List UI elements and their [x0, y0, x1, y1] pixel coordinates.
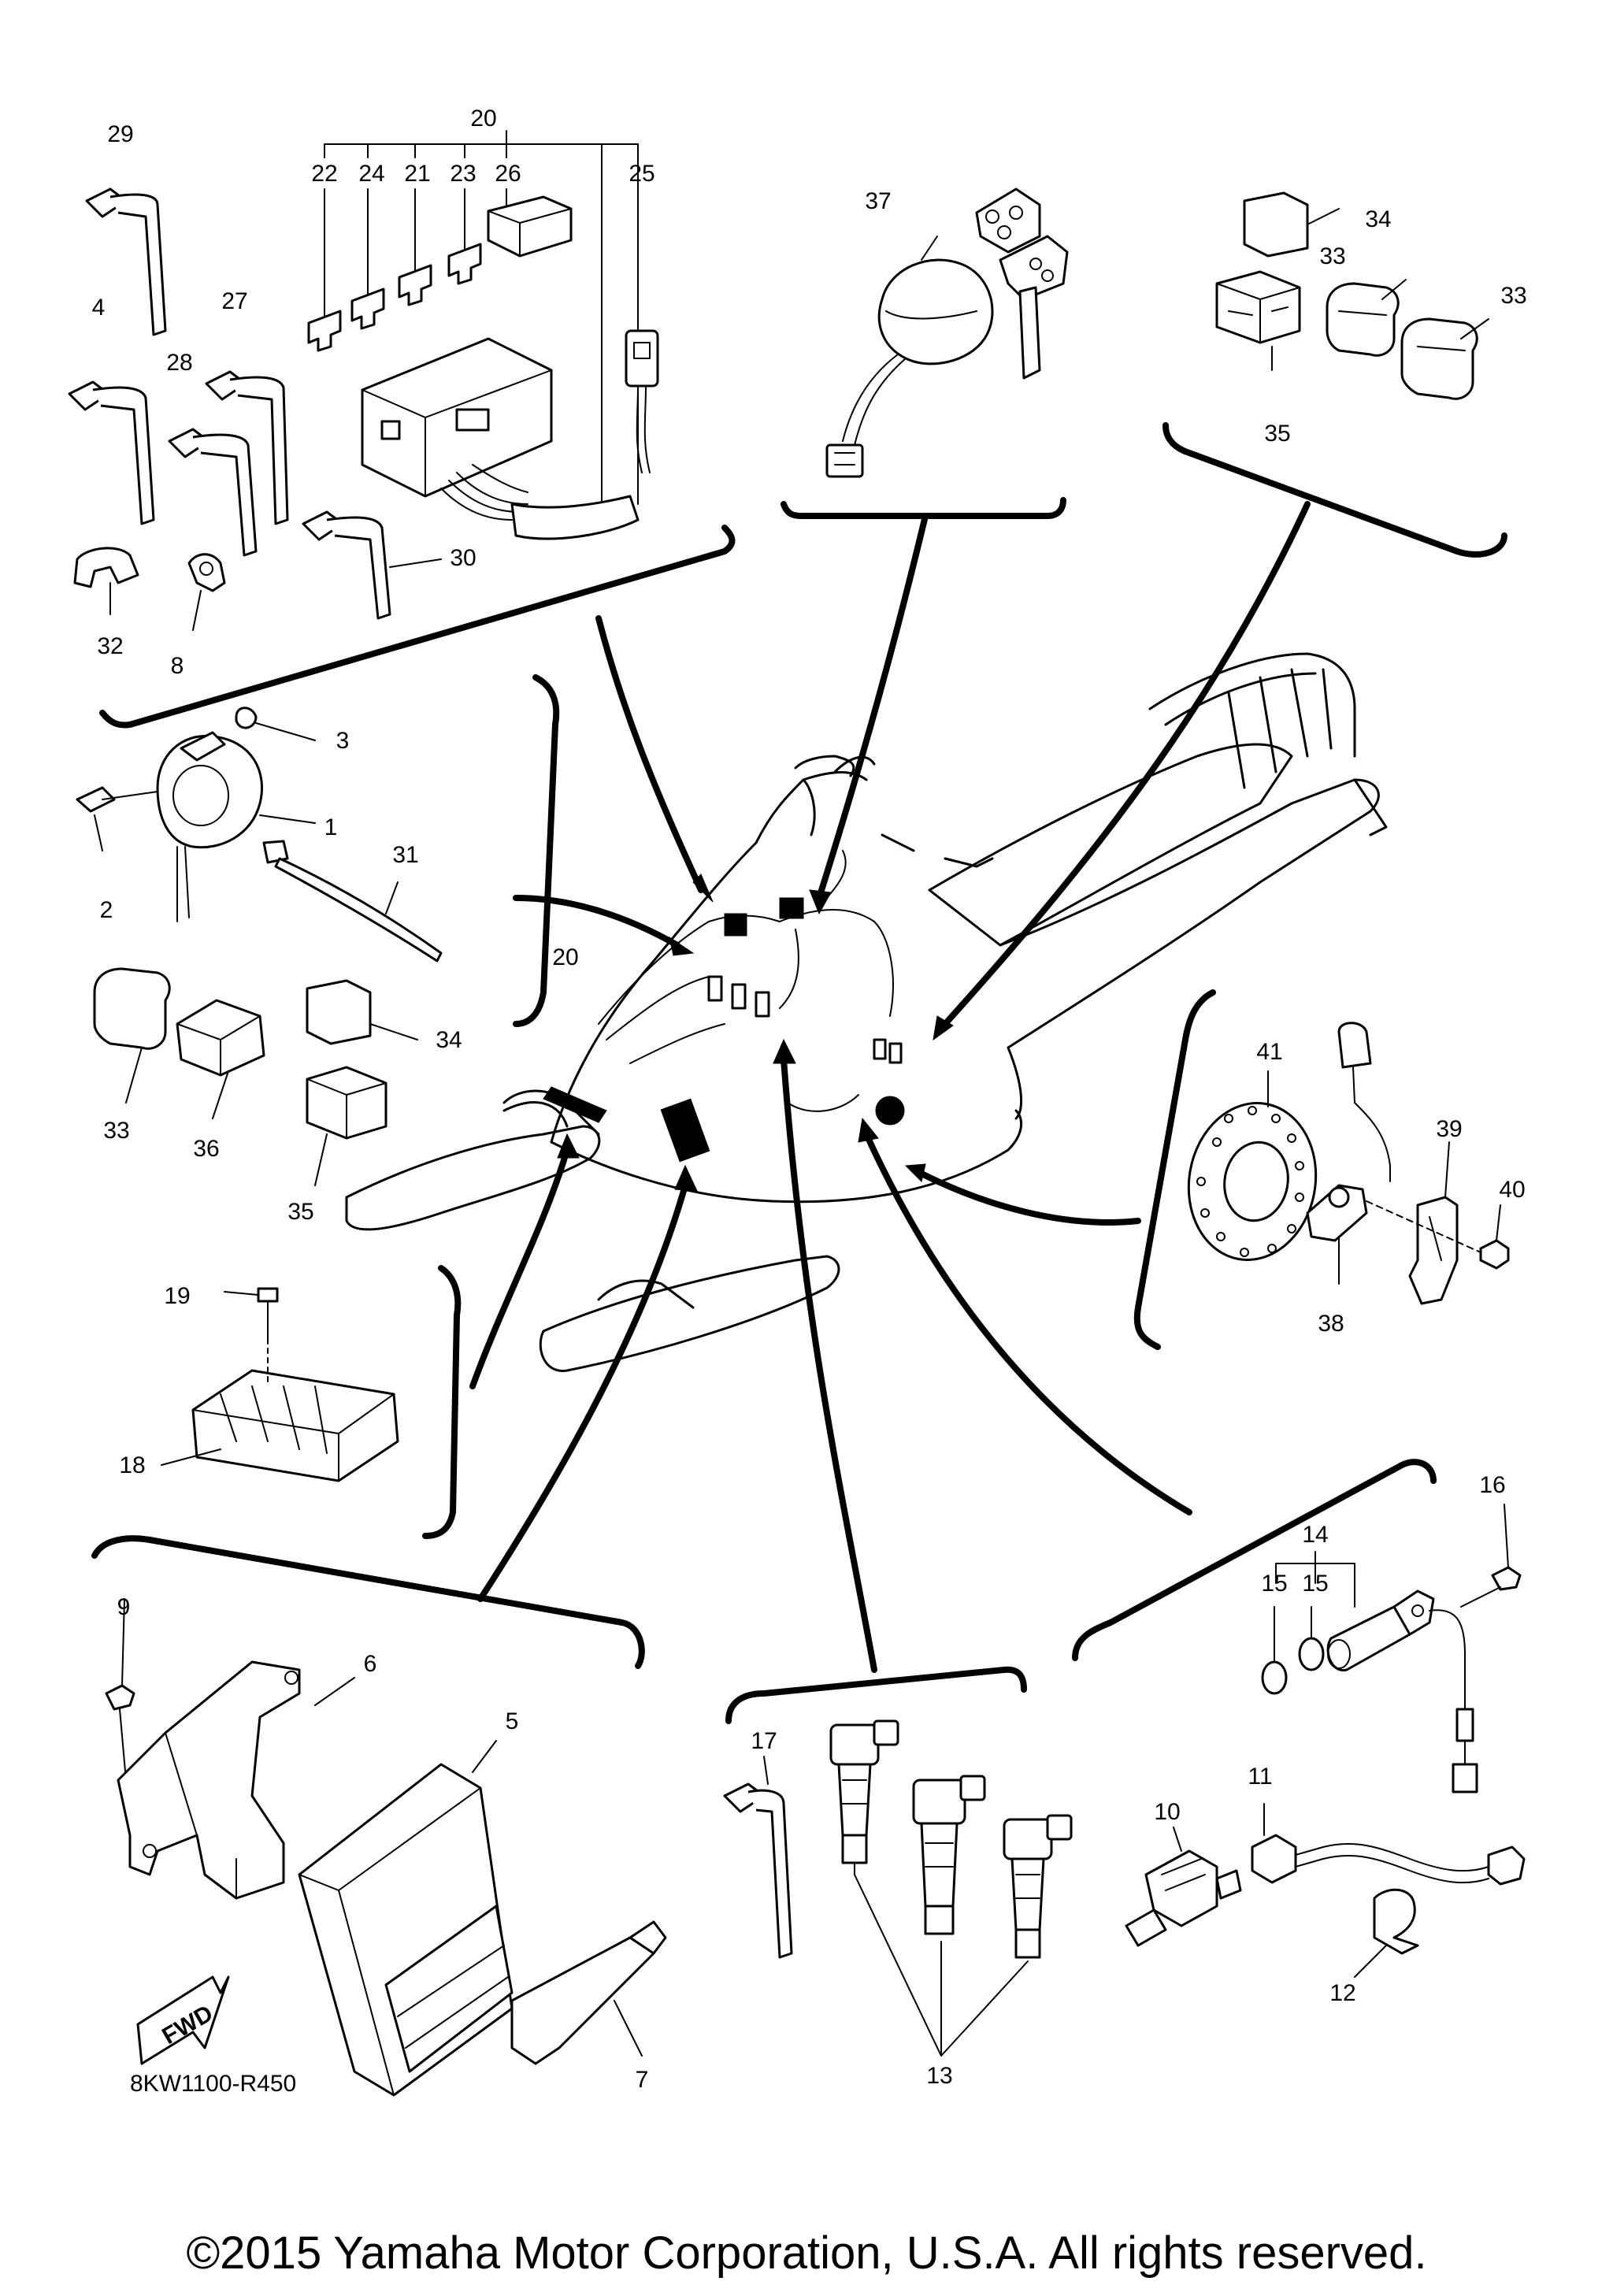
- callout-31: 31: [392, 842, 418, 868]
- callout-13: 13: [926, 2063, 952, 2089]
- callout-4: 4: [92, 295, 106, 321]
- callout-6: 6: [364, 1651, 377, 1677]
- callout-11: 11: [1248, 1764, 1272, 1790]
- horn-group: [76, 707, 443, 963]
- callout-23: 23: [450, 161, 476, 187]
- callout-33c: 33: [103, 1118, 129, 1144]
- callout-40: 40: [1499, 1177, 1525, 1203]
- callout-37: 37: [865, 188, 891, 214]
- callout-22: 22: [311, 161, 337, 187]
- callout-34b: 34: [436, 1027, 462, 1053]
- callout-19: 19: [164, 1283, 190, 1309]
- callout-41: 41: [1256, 1039, 1282, 1065]
- callout-1: 1: [324, 814, 338, 840]
- regulator-group: [161, 1287, 399, 1482]
- callout-33a: 33: [1319, 243, 1345, 269]
- callout-21: 21: [404, 161, 430, 187]
- callout-29: 29: [107, 121, 133, 147]
- callout-14: 14: [1302, 1522, 1328, 1548]
- callout-34a: 34: [1365, 206, 1391, 232]
- drawing-code: 8KW1100-R450: [130, 2071, 296, 2097]
- main-switch-group: [825, 187, 1069, 478]
- callout-5: 5: [506, 1708, 519, 1734]
- speed-sensor-group: [1187, 1022, 1510, 1305]
- callout-38: 38: [1318, 1311, 1344, 1337]
- callout-20b: 20: [552, 944, 578, 970]
- callout-15a: 15: [1261, 1571, 1287, 1597]
- callout-26: 26: [495, 161, 521, 187]
- callout-35b: 35: [287, 1199, 313, 1225]
- leader-arrows: [469, 501, 1311, 1673]
- sensor-group: [723, 1719, 1073, 2057]
- callout-35a: 35: [1264, 421, 1290, 447]
- switch-group: [1125, 1504, 1526, 1978]
- fuse-box-group: [68, 130, 659, 631]
- callout-9: 9: [117, 1594, 131, 1620]
- callout-30: 30: [450, 545, 476, 571]
- callout-2: 2: [100, 897, 113, 923]
- wiring-harness: [543, 850, 905, 1163]
- callout-10: 10: [1154, 1799, 1180, 1825]
- copyright-notice: ©2015 Yamaha Motor Corporation, U.S.A. A…: [186, 2227, 1426, 2279]
- callout-12: 12: [1329, 1980, 1355, 2006]
- callout-25: 25: [629, 161, 654, 187]
- relay-group-left: [93, 967, 418, 1186]
- ecu-group: [105, 1598, 667, 2097]
- callout-20: 20: [470, 106, 496, 132]
- callout-18: 18: [119, 1452, 145, 1478]
- callout-27: 27: [221, 288, 247, 314]
- callout-3: 3: [336, 728, 350, 754]
- snowmobile-body: [345, 652, 1388, 1372]
- callout-labels: 20 22 24 21 23 26 25 29 4 27 28 30 32 8 …: [92, 106, 1527, 2093]
- callout-36: 36: [193, 1136, 219, 1162]
- callout-15b: 15: [1302, 1571, 1328, 1597]
- callout-8: 8: [171, 653, 184, 679]
- callout-16: 16: [1479, 1472, 1505, 1498]
- callout-17: 17: [751, 1728, 777, 1754]
- callout-7: 7: [636, 2067, 649, 2093]
- group-brackets: [91, 422, 1507, 1724]
- callout-33b: 33: [1500, 283, 1526, 309]
- callout-39: 39: [1436, 1116, 1462, 1142]
- callout-28: 28: [166, 350, 192, 376]
- callout-24: 24: [358, 161, 384, 187]
- relay-group-top: [1215, 191, 1489, 400]
- callout-32: 32: [97, 633, 123, 659]
